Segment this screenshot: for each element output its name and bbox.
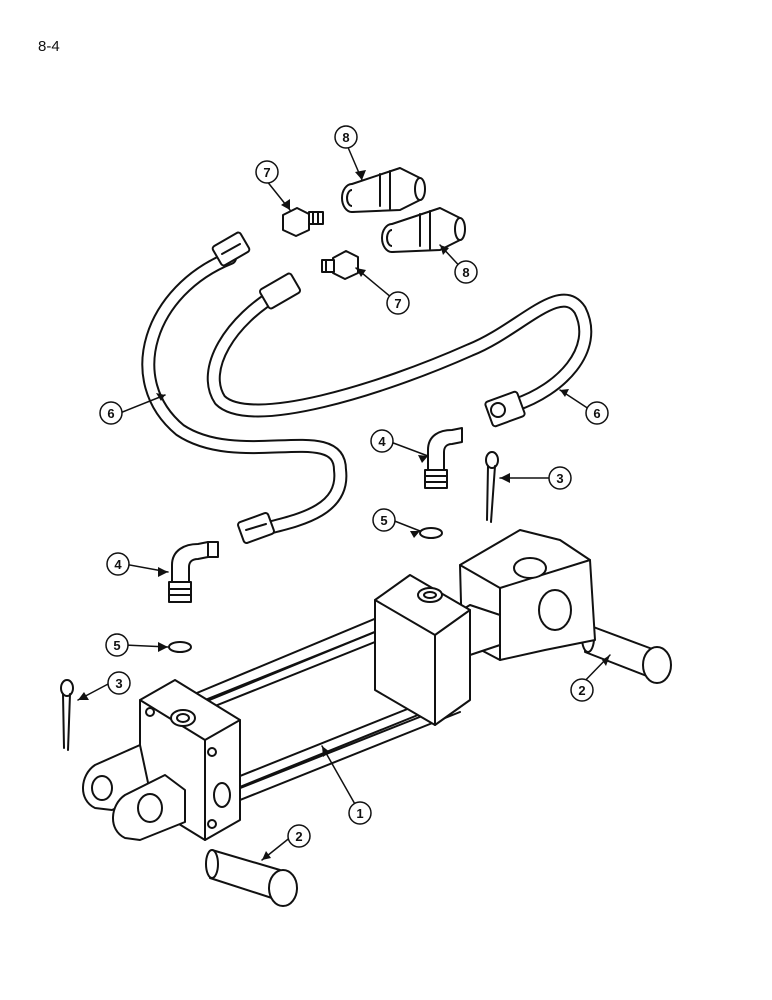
clevis-pin-right (581, 623, 672, 684)
elbow-fitting-lower (168, 541, 219, 603)
hydraulic-cylinder (82, 529, 596, 841)
o-ring-upper (419, 527, 443, 539)
quick-coupler-upper (341, 167, 426, 213)
adapter-fitting-upper (282, 207, 324, 237)
callout-2-right: 2 (570, 678, 594, 702)
svg-text:6: 6 (107, 406, 114, 421)
callout-5-upper: 5 (372, 508, 396, 532)
hose-left (141, 231, 348, 544)
callout-4-lower: 4 (106, 552, 130, 576)
callout-1: 1 (348, 801, 372, 825)
callout-8-lower: 8 (454, 260, 478, 284)
svg-text:3: 3 (115, 676, 122, 691)
svg-text:5: 5 (113, 638, 120, 653)
page-number: 8-4 (38, 38, 60, 55)
callout-5-lower: 5 (105, 633, 129, 657)
callout-3-right: 3 (548, 466, 572, 490)
svg-text:7: 7 (263, 165, 270, 180)
callout-4-upper: 4 (370, 429, 394, 453)
leader-arrowheads (78, 170, 610, 860)
svg-text:4: 4 (378, 434, 386, 449)
callout-7-lower: 7 (386, 291, 410, 315)
hose-right (206, 272, 593, 428)
elbow-fitting-upper (424, 427, 463, 489)
cotter-pin-right (485, 451, 499, 523)
callout-6-right: 6 (585, 401, 609, 425)
callouts: 8 7 7 8 6 6 4 3 5 4 5 3 2 1 2 (99, 125, 609, 848)
o-ring-lower (168, 641, 192, 653)
svg-text:8: 8 (342, 130, 349, 145)
svg-text:2: 2 (295, 829, 302, 844)
callout-2-left: 2 (287, 824, 311, 848)
callout-6-left: 6 (99, 401, 123, 425)
svg-text:8: 8 (462, 265, 469, 280)
adapter-fitting-lower (321, 250, 359, 280)
svg-text:3: 3 (556, 471, 563, 486)
clevis-pin-left (205, 849, 298, 907)
quick-coupler-lower (381, 207, 466, 253)
callout-8-upper: 8 (334, 125, 358, 149)
svg-text:4: 4 (114, 557, 122, 572)
svg-text:6: 6 (593, 406, 600, 421)
svg-text:1: 1 (356, 806, 363, 821)
svg-text:7: 7 (394, 296, 401, 311)
callout-3-left: 3 (107, 671, 131, 695)
cotter-pin-left (60, 679, 74, 751)
svg-text:2: 2 (578, 683, 585, 698)
svg-text:5: 5 (380, 513, 387, 528)
callout-7-upper: 7 (255, 160, 279, 184)
